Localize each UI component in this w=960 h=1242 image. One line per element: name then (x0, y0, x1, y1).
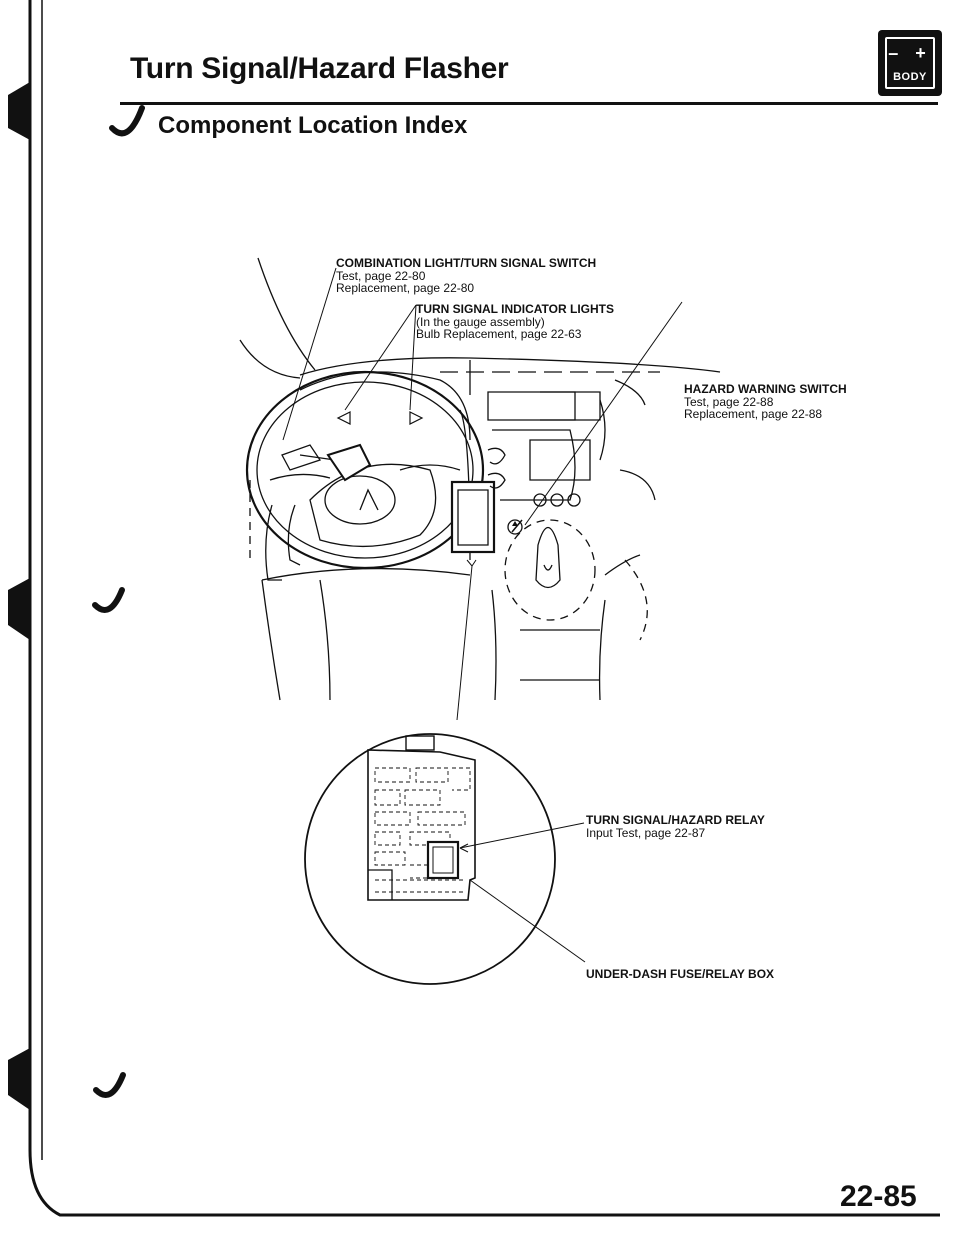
callout-line: Replacement, page 22-88 (684, 407, 823, 421)
page-title: Turn Signal/Hazard Flasher (130, 52, 509, 85)
checkmark-icon (93, 1072, 126, 1098)
callout-heading: UNDER-DASH FUSE/RELAY BOX (586, 967, 775, 981)
body-section-badge: – + BODY (878, 30, 942, 96)
callout-heading: TURN SIGNAL INDICATOR LIGHTS (416, 302, 614, 316)
callout-hazard-switch: HAZARD WARNING SWITCH Test, page 22-88 R… (684, 383, 847, 421)
callout-line: Test, page 22-80 (336, 268, 426, 283)
binding-tab-2 (8, 578, 30, 640)
callout-line: (In the gauge assembly) (416, 314, 545, 329)
badge-label: BODY (893, 71, 927, 83)
leader-lines (282, 267, 683, 721)
checkmark-icon (92, 587, 125, 613)
callout-heading: HAZARD WARNING SWITCH (684, 382, 847, 396)
fuse-box-inset (304, 733, 586, 985)
callout-line: Bulb Replacement, page 22-63 (416, 327, 582, 341)
checkmark-icon (109, 105, 145, 137)
callout-indicator-lights: TURN SIGNAL INDICATOR LIGHTS (In the gau… (416, 303, 614, 341)
dashboard-illustration (239, 257, 721, 701)
callout-line: Test, page 22-88 (684, 394, 774, 409)
badge-sign: – + (888, 43, 932, 63)
callout-relay: TURN SIGNAL/HAZARD RELAY Input Test, pag… (586, 814, 765, 839)
section-title: Component Location Index (158, 112, 468, 139)
callout-heading: TURN SIGNAL/HAZARD RELAY (586, 813, 765, 827)
callout-combination-switch: COMBINATION LIGHT/TURN SIGNAL SWITCH Tes… (336, 257, 596, 295)
page-border-line (28, 0, 940, 1217)
header-rule (120, 102, 938, 105)
callout-fuse-box: UNDER-DASH FUSE/RELAY BOX (586, 968, 774, 981)
callout-line: Input Test, page 22-87 (586, 825, 706, 840)
battery-icon: – + BODY (885, 37, 935, 89)
callout-line: Replacement, page 22-80 (336, 281, 475, 295)
callout-heading: COMBINATION LIGHT/TURN SIGNAL SWITCH (336, 256, 597, 270)
binding-tab-1 (8, 82, 30, 140)
binding-tab-3 (8, 1048, 30, 1110)
page-number: 22-85 (840, 1180, 917, 1213)
